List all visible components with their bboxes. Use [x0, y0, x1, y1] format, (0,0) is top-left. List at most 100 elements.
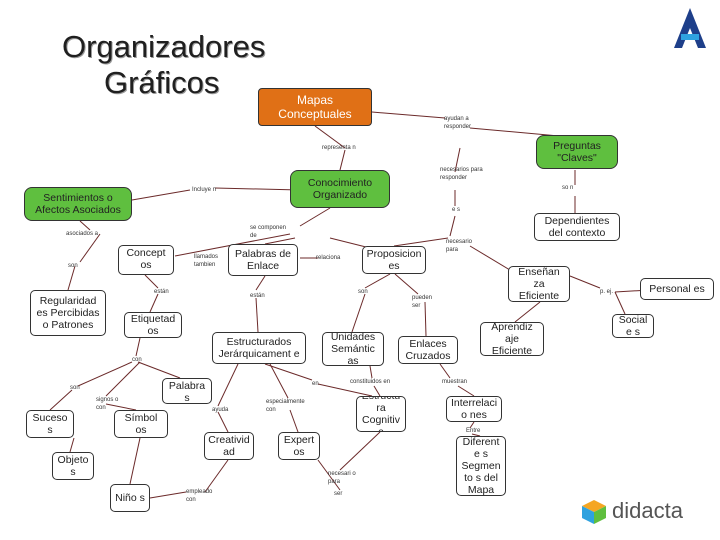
node-interrelaciones: Interrelacio nes — [446, 396, 502, 422]
connector-line — [144, 274, 159, 289]
label-relaciona: relaciona — [316, 255, 341, 261]
page-subtitle: Gráficos — [104, 65, 220, 100]
connector-line — [471, 433, 481, 437]
connector-line — [149, 491, 187, 499]
label-signos: signos o con — [96, 397, 119, 411]
node-ensenanza: Enseñan za Eficiente — [508, 266, 570, 302]
connector-line — [439, 363, 451, 379]
label-empleado: empleado con — [186, 489, 213, 503]
connector-line — [137, 361, 181, 379]
connector-line — [393, 237, 449, 247]
connector-line — [105, 361, 141, 397]
connector-line — [77, 361, 133, 387]
label-ayuda: ayuda — [212, 407, 229, 413]
connector-line — [424, 301, 427, 337]
node-conocimiento-organizado: Conocimiento Organizado — [290, 170, 390, 208]
connector-line — [217, 363, 239, 407]
label-necesarios: necesarios para responder — [440, 167, 483, 181]
label-estan-1: están — [154, 289, 169, 295]
label-llamados: llamados tambien — [194, 254, 219, 268]
label-pej: p. ej. — [600, 289, 614, 295]
connector-line — [449, 215, 456, 237]
label-son-top: so n — [562, 185, 574, 191]
connector-line — [569, 275, 601, 289]
node-etiquetados: Etiquetad os — [124, 312, 182, 338]
node-estructurados: Estructurados Jerárquicament e — [212, 332, 306, 364]
node-palabras-enlace: Palabras de Enlace — [228, 244, 298, 276]
connector-line — [299, 207, 331, 227]
label-representan: representa n — [322, 145, 356, 151]
label-estan-2: están — [250, 293, 265, 299]
connector-line — [255, 297, 259, 333]
node-aprendizaje: Aprendiz aje Eficiente — [480, 322, 544, 356]
node-sentimientos: Sentimientos o Afectos Asociados — [24, 187, 132, 221]
label-muestran: muestran — [442, 379, 468, 385]
node-diferentes-segmentos: Diferente s Segmento s del Mapa — [456, 436, 506, 496]
connector-line — [469, 421, 475, 429]
connector-line — [369, 365, 373, 379]
label-son-mid: son — [358, 289, 368, 295]
connector-line — [214, 187, 301, 191]
connector-line — [217, 411, 229, 433]
node-proposiciones: Proposicion es — [362, 246, 426, 274]
node-conceptos: Concept os — [118, 245, 174, 275]
label-con: con — [132, 357, 142, 363]
connector-line — [339, 149, 346, 171]
node-regularidades: Regularidad es Percibidas o Patrones — [30, 290, 106, 336]
connector-line — [49, 389, 73, 411]
logo-a-icon — [674, 8, 706, 48]
connector-line — [269, 363, 289, 399]
node-sociales: Sociale s — [612, 314, 654, 338]
label-especialmente: especialmente con — [266, 399, 305, 413]
connector-line — [351, 293, 366, 333]
node-objetos: Objeto s — [52, 452, 94, 480]
connector-line — [135, 337, 141, 357]
label-es: e s — [452, 207, 461, 213]
connector-line — [314, 125, 346, 149]
connector-line — [67, 265, 76, 291]
label-en: en — [312, 381, 319, 387]
connector-line — [373, 385, 381, 397]
connector-line — [129, 437, 141, 485]
node-simbolos: Símbol os — [114, 410, 168, 438]
connector-line — [614, 291, 626, 315]
didacta-cube-icon — [582, 500, 606, 524]
connector-line — [264, 237, 296, 245]
connector-line — [454, 147, 461, 173]
brand-name: didacta — [612, 498, 683, 523]
connector-line — [79, 233, 101, 263]
node-dependientes: Dependientes del contexto — [534, 213, 620, 241]
connector-line — [264, 363, 313, 381]
label-son-left: son — [68, 263, 78, 269]
connector-line — [289, 409, 299, 433]
connector-line — [339, 431, 381, 471]
label-ser: ser — [334, 491, 343, 497]
label-pueden-ser: pueden ser — [412, 295, 433, 309]
label-incluyen: Incluye n — [192, 187, 217, 193]
node-preguntas-claves: Preguntas "Claves" — [536, 135, 618, 169]
connector-line — [149, 293, 159, 313]
label-son-bottom: son — [70, 385, 80, 391]
node-ninos: Niño s — [110, 484, 150, 512]
node-unidades-semanticas: Unidades Semántic as — [322, 332, 384, 366]
node-expertos: Expert os — [278, 432, 320, 460]
connector-line — [204, 459, 229, 493]
connector-line — [469, 245, 511, 271]
connector-line — [79, 220, 91, 231]
label-necesario-para-2: necesari o para — [328, 471, 356, 485]
node-mapas-conceptuales: Mapas Conceptuales — [258, 88, 372, 126]
connector-line — [457, 385, 475, 397]
connector-line — [69, 437, 75, 453]
node-estructura-cognitiva: Estructu ra Cognitiva — [356, 396, 406, 432]
node-creatividad: Creativid ad — [204, 432, 254, 460]
connector-line — [371, 111, 446, 119]
connector-line — [105, 403, 137, 411]
label-asociados: asociados a — [66, 231, 99, 237]
node-enlaces-cruzados: Enlaces Cruzados — [398, 336, 458, 364]
label-ayudan: ayudan a responder — [444, 116, 472, 130]
connector-line — [514, 301, 541, 323]
connector-line — [394, 273, 419, 295]
label-entre: Entre — [466, 428, 481, 434]
page-title: Organizadores — [62, 29, 266, 64]
connector-line — [317, 459, 341, 491]
